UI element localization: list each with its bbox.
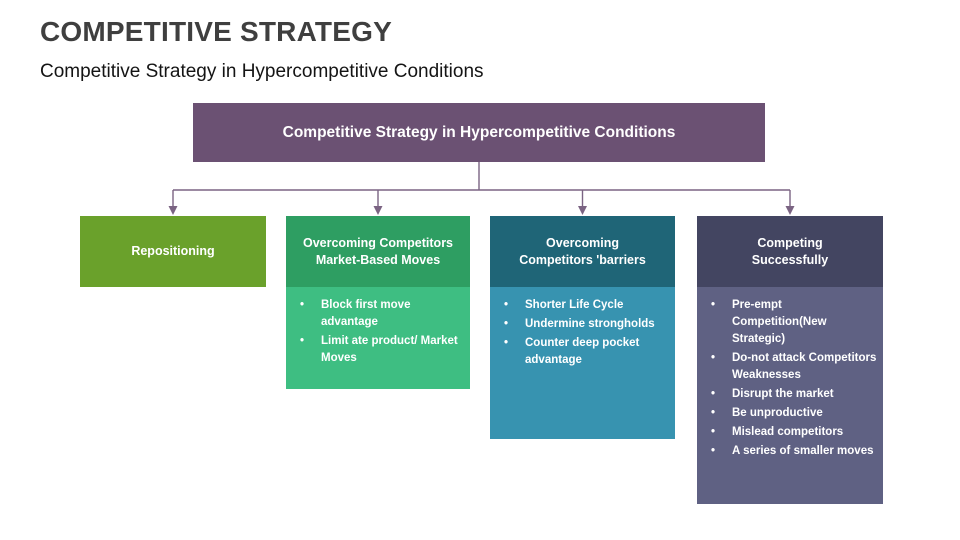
node-header: Overcoming Competitors Market-Based Move… <box>286 216 470 287</box>
node-header: Overcoming Competitors 'barriers <box>490 216 675 287</box>
arrowhead-group <box>168 206 795 215</box>
node-body: Shorter Life CycleUndermine strongholdsC… <box>490 287 675 439</box>
bullet-item: Pre-empt Competition(New Strategic) <box>709 297 877 348</box>
bullet-item: Do-not attack Competitors Weaknesses <box>709 350 877 384</box>
bullet-item: Block first move advantage <box>298 297 464 331</box>
bullet-item: Counter deep pocket advantage <box>502 335 669 369</box>
page-title: COMPETITIVE STRATEGY <box>40 16 392 47</box>
node-body: Pre-empt Competition(New Strategic)Do-no… <box>697 287 883 504</box>
bullet-item: Mislead competitors <box>709 424 877 441</box>
diagram-root-label: Competitive Strategy in Hypercompetitive… <box>282 123 676 141</box>
page-subtitle: Competitive Strategy in Hypercompetitive… <box>40 61 484 82</box>
bullet-item: Disrupt the market <box>709 386 877 403</box>
node-body: Block first move advantageLimit ate prod… <box>286 287 470 389</box>
arrow-down-icon <box>168 206 178 215</box>
bullet-item: Shorter Life Cycle <box>502 297 669 314</box>
bullet-list: Shorter Life CycleUndermine strongholdsC… <box>490 287 675 369</box>
diagram-node-market-based-moves: Overcoming Competitors Market-Based Move… <box>286 216 470 389</box>
diagram-node-repositioning: Repositioning <box>80 216 266 287</box>
arrow-down-icon <box>578 206 587 215</box>
bullet-item: Be unproductive <box>709 405 877 422</box>
diagram-node-competitors-barriers: Overcoming Competitors 'barriers Shorter… <box>490 216 675 439</box>
bullet-list: Pre-empt Competition(New Strategic)Do-no… <box>697 287 883 460</box>
bullet-list: Block first move advantageLimit ate prod… <box>286 287 470 367</box>
diagram-root-node: Competitive Strategy in Hypercompetitive… <box>193 103 765 162</box>
node-title: Repositioning <box>131 244 215 259</box>
node-title: Overcoming Competitors Market-Based Move… <box>302 235 454 267</box>
arrow-down-icon <box>373 206 383 215</box>
connector-stroke-group <box>172 162 791 207</box>
arrow-down-icon <box>785 206 795 215</box>
node-title: Overcoming Competitors 'barriers <box>519 235 646 267</box>
node-header: Competing Successfully <box>697 216 883 287</box>
diagram-node-competing-successfully: Competing Successfully Pre-empt Competit… <box>697 216 883 504</box>
node-title: Competing Successfully <box>751 235 829 267</box>
bullet-item: A series of smaller moves <box>709 443 877 460</box>
bullet-item: Undermine strongholds <box>502 316 669 333</box>
node-header: Repositioning <box>80 216 266 287</box>
bullet-item: Limit ate product/ Market Moves <box>298 333 464 367</box>
